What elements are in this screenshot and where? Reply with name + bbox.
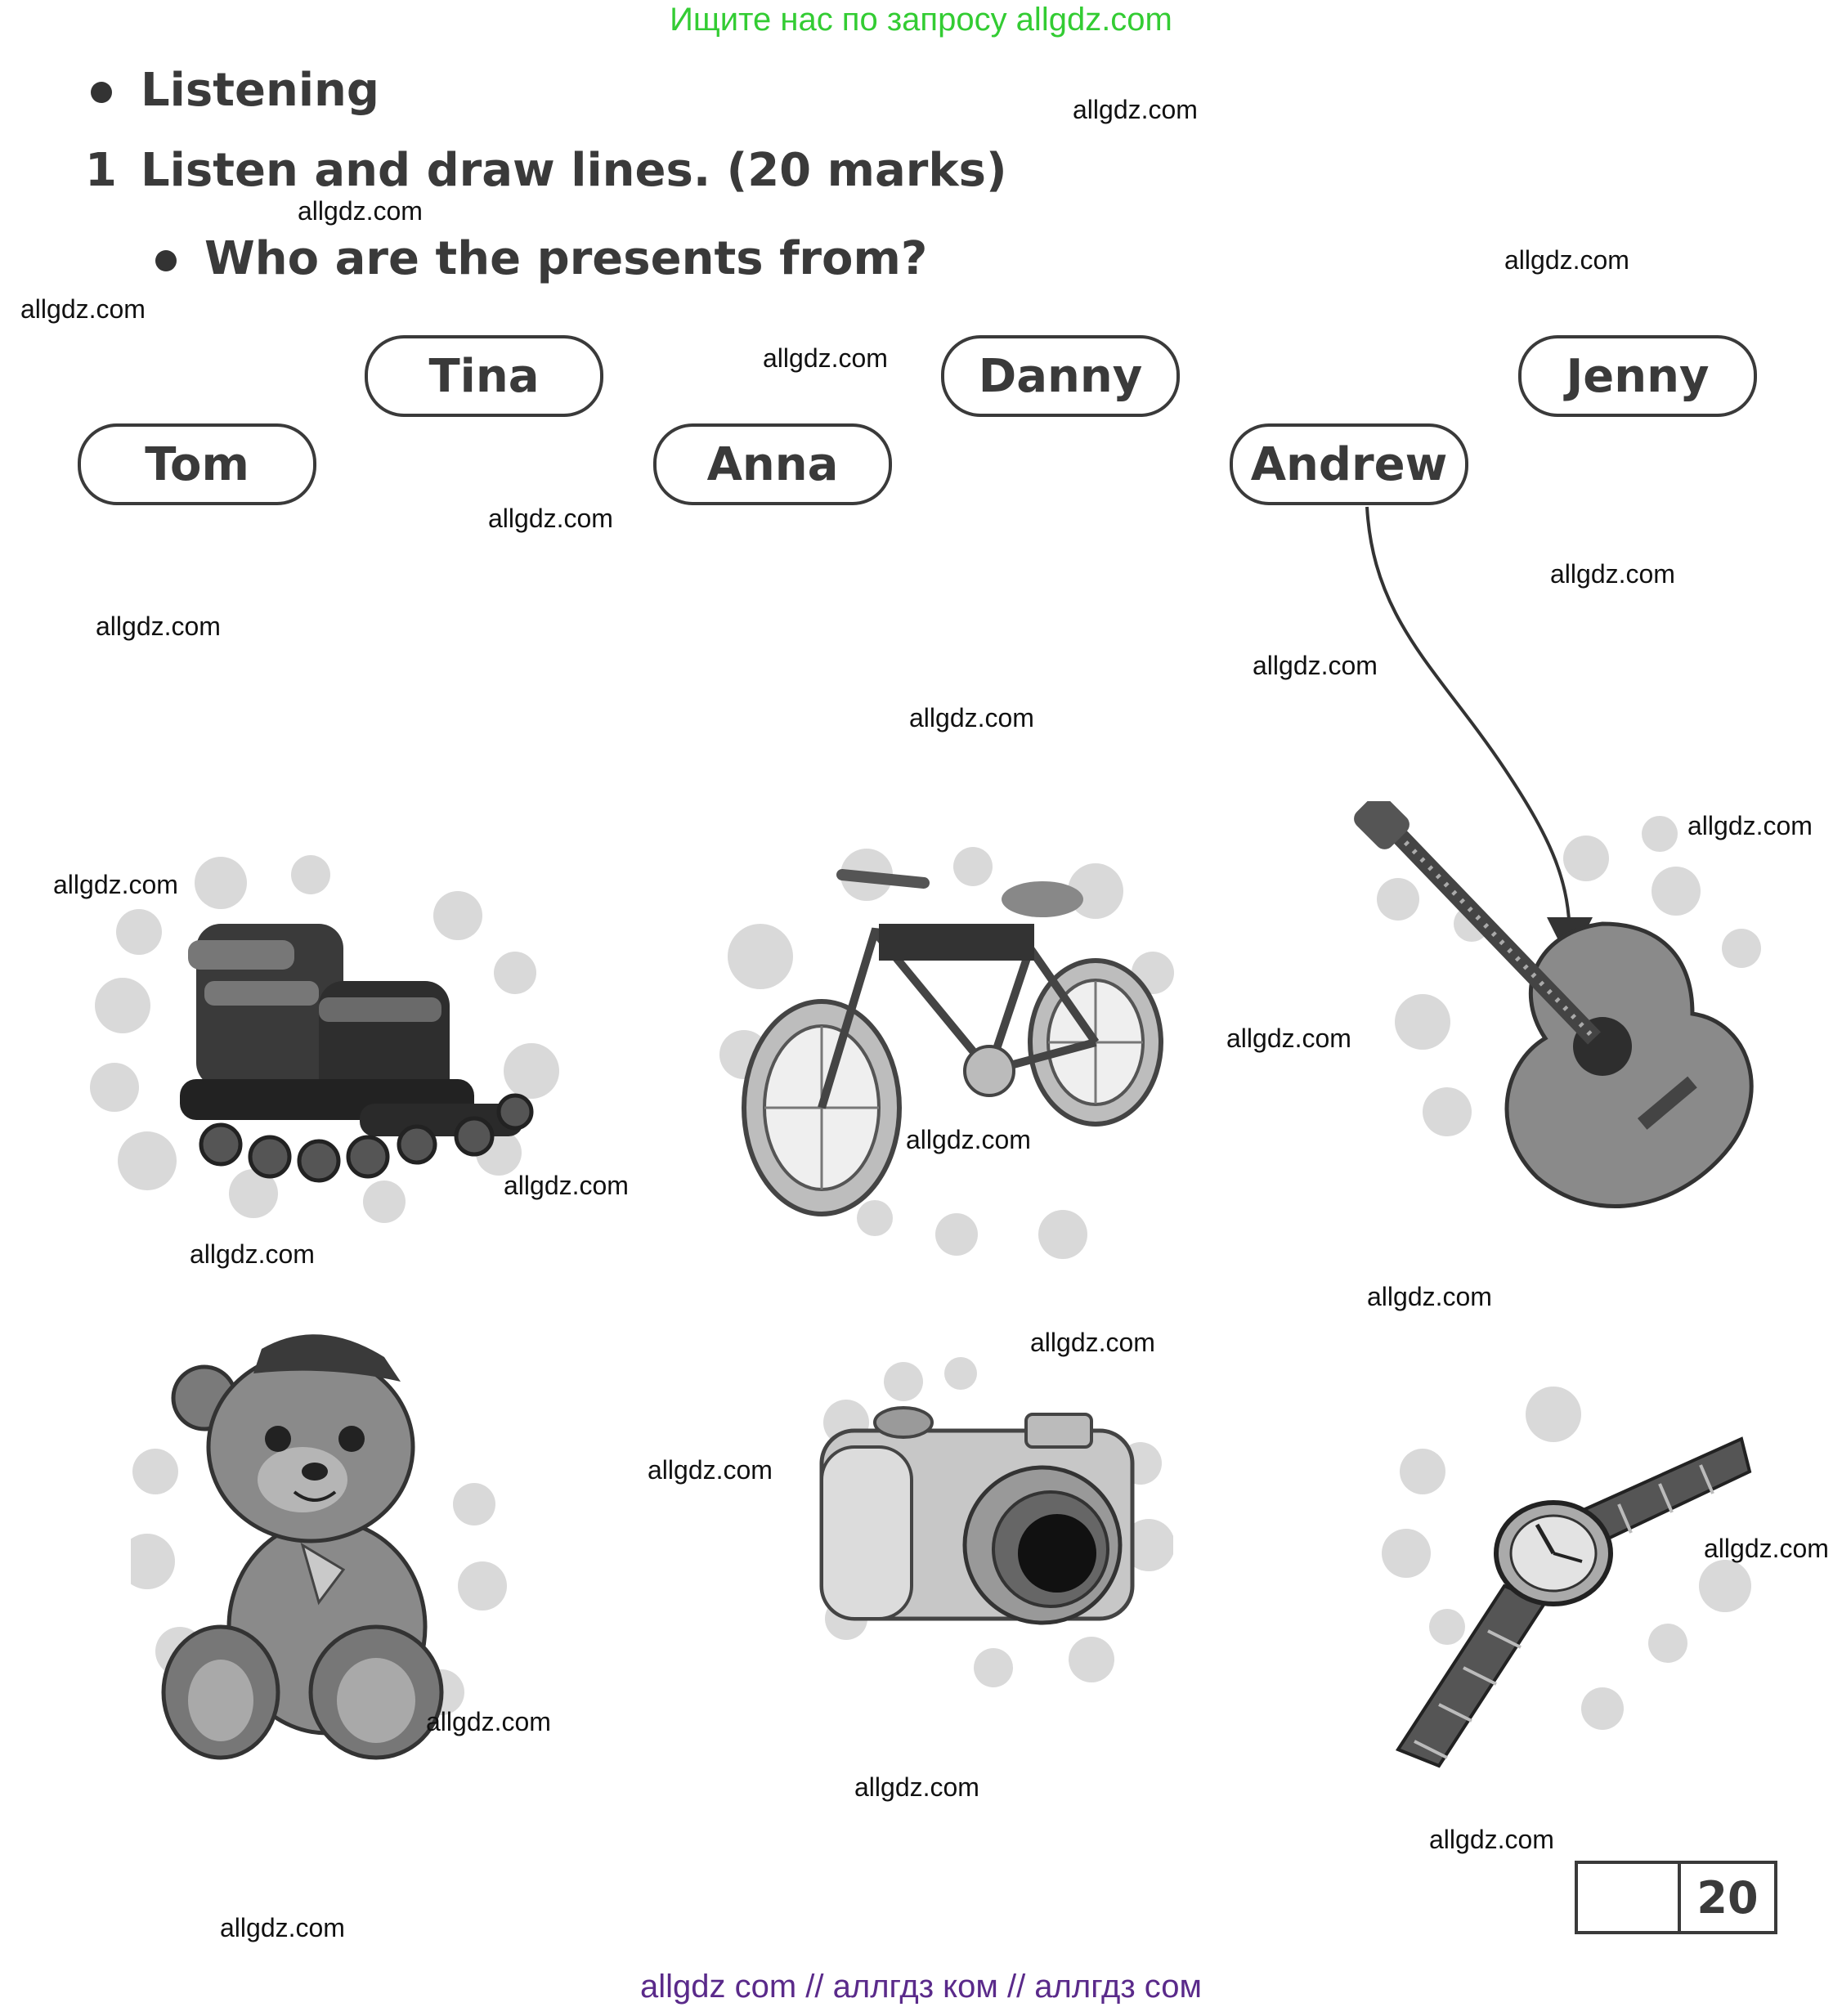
watermark: allgdz.com: [53, 870, 178, 899]
question-bullet: [155, 250, 177, 271]
guitar-picture: [1354, 801, 1761, 1209]
watermark: allgdz.com: [763, 343, 888, 373]
top-banner: Ищите нас по запросу allgdz.com: [670, 2, 1172, 38]
watermark: allgdz.com: [1704, 1534, 1829, 1563]
watermark: allgdz.com: [1073, 95, 1198, 124]
name-box-danny: Danny: [941, 335, 1180, 417]
name-box-tom: Tom: [78, 423, 316, 505]
score-total: 20: [1696, 1871, 1759, 1924]
name-box-andrew: Andrew: [1230, 423, 1468, 505]
score-box: 20: [1575, 1861, 1777, 1934]
watermark: allgdz.com: [190, 1239, 315, 1269]
watermark: allgdz.com: [20, 294, 146, 324]
roller-skates-picture: [90, 855, 559, 1223]
task-title: Listen and draw lines. (20 marks): [141, 144, 1007, 197]
watermark: allgdz.com: [220, 1913, 345, 1942]
watermark: allgdz.com: [1429, 1825, 1554, 1854]
watermark: allgdz.com: [1030, 1328, 1155, 1357]
bike-picture: [719, 847, 1174, 1259]
watermark: allgdz.com: [504, 1171, 629, 1200]
section-bullet: [91, 82, 112, 103]
watermark: allgdz.com: [909, 703, 1034, 732]
watermark: allgdz.com: [906, 1125, 1031, 1154]
watermark: allgdz.com: [1504, 245, 1629, 275]
section-title: Listening: [141, 64, 379, 117]
watermark: allgdz.com: [1253, 651, 1378, 680]
teddy-bear-picture: [131, 1334, 507, 1760]
watermark: allgdz.com: [648, 1455, 773, 1485]
watermark: allgdz.com: [1226, 1024, 1351, 1053]
watermark: allgdz.com: [1687, 811, 1813, 840]
name-box-tina: Tina: [365, 335, 603, 417]
footer-watermark: allgdz com // аллгдз ком // аллгдз сом: [639, 1969, 1202, 2005]
watermark: allgdz.com: [1550, 559, 1675, 589]
watermark: allgdz.com: [96, 612, 221, 641]
name-box-jenny: Jenny: [1518, 335, 1757, 417]
watermark: allgdz.com: [1367, 1282, 1492, 1311]
watermark: allgdz.com: [298, 196, 423, 226]
question-text: Who are the presents from?: [204, 232, 928, 285]
watch-picture: [1382, 1387, 1752, 1768]
watermark: allgdz.com: [854, 1772, 979, 1802]
score-entry-field[interactable]: [1578, 1864, 1681, 1931]
task-number: 1: [85, 144, 117, 197]
watermark: allgdz.com: [488, 504, 613, 533]
watermark: allgdz.com: [426, 1707, 551, 1736]
camera-picture: [819, 1357, 1173, 1687]
name-box-anna: Anna: [653, 423, 892, 505]
